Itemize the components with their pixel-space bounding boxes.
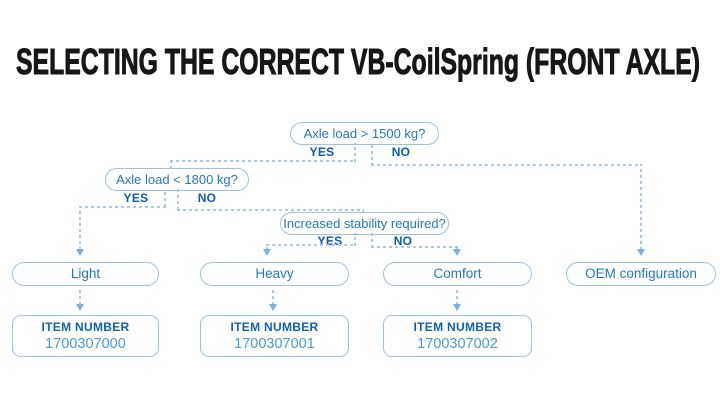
item-number-box-heavy: ITEM NUMBER 1700307001 (200, 315, 349, 357)
connector-q2-yes-stub (164, 189, 166, 207)
item-number-box-comfort: ITEM NUMBER 1700307002 (383, 315, 532, 357)
arrow-down-icon (269, 304, 277, 311)
connector-q1-no-stub (371, 143, 373, 166)
page-title: SELECTING THE CORRECT VB-CoilSpring (FRO… (16, 41, 700, 82)
option-label: Heavy (255, 266, 294, 282)
connector-comfort-item (456, 288, 458, 305)
decision-box-stability: Increased stability required? (280, 212, 449, 235)
item-number-box-light: ITEM NUMBER 1700307000 (12, 315, 159, 357)
decision-label: Axle load < 1800 kg? (116, 172, 238, 187)
branch-label-q2-yes: YES (123, 191, 149, 205)
branch-label-q3-no: NO (393, 234, 413, 248)
item-number-heading: ITEM NUMBER (230, 320, 319, 334)
item-number-value: 1700307001 (234, 336, 315, 352)
connector-q2-no-drop (362, 209, 364, 214)
option-box-light: Light (12, 262, 159, 286)
branch-label-q1-yes: YES (309, 145, 335, 159)
item-number-heading: ITEM NUMBER (413, 320, 502, 334)
option-label: OEM configuration (585, 266, 697, 282)
decision-box-axle-load-1500: Axle load > 1500 kg? (290, 122, 439, 145)
option-box-heavy: Heavy (200, 262, 349, 286)
connector-q1-yes-drop (170, 160, 172, 169)
connector-q3-yes-horizontal (266, 244, 356, 246)
connector-q3-no-horizontal (371, 246, 458, 248)
connector-q3-no-stub (371, 233, 373, 248)
decision-label: Axle load > 1500 kg? (303, 126, 426, 141)
item-number-value: 1700307002 (417, 336, 498, 352)
connector-q2-yes-drop (79, 206, 81, 250)
branch-label-q2-no: NO (197, 191, 217, 205)
option-label: Light (70, 266, 101, 282)
option-box-oem-configuration: OEM configuration (566, 262, 716, 286)
connector-q2-yes-horizontal (79, 206, 166, 208)
connector-q1-no-drop (640, 164, 642, 250)
item-number-heading: ITEM NUMBER (41, 320, 130, 334)
arrow-down-icon (263, 249, 271, 256)
option-box-comfort: Comfort (383, 262, 532, 286)
connector-q3-yes-stub (354, 233, 356, 246)
arrow-down-icon (637, 249, 645, 256)
option-label: Comfort (433, 266, 482, 282)
arrow-down-icon (76, 304, 84, 311)
arrow-down-icon (453, 304, 461, 311)
connector-q1-yes-horizontal (170, 160, 356, 162)
connector-q3-yes-drop (266, 244, 268, 250)
connector-heavy-item (272, 288, 274, 305)
page-title-wrap: SELECTING THE CORRECT VB-CoilSpring (FRO… (16, 41, 701, 83)
decision-box-axle-load-1800: Axle load < 1800 kg? (105, 168, 249, 191)
connector-q2-no-horizontal (177, 209, 364, 211)
connector-q1-yes-stub (354, 143, 356, 162)
decision-label: Increased stability required? (283, 216, 446, 231)
connector-q3-no-drop (456, 246, 458, 250)
connector-q2-no-stub (177, 189, 179, 210)
arrow-down-icon (76, 249, 84, 256)
item-number-value: 1700307000 (45, 336, 126, 352)
connector-q1-no-horizontal (371, 164, 642, 166)
branch-label-q1-no: NO (391, 145, 411, 159)
connector-light-item (79, 288, 81, 305)
arrow-down-icon (453, 249, 461, 256)
